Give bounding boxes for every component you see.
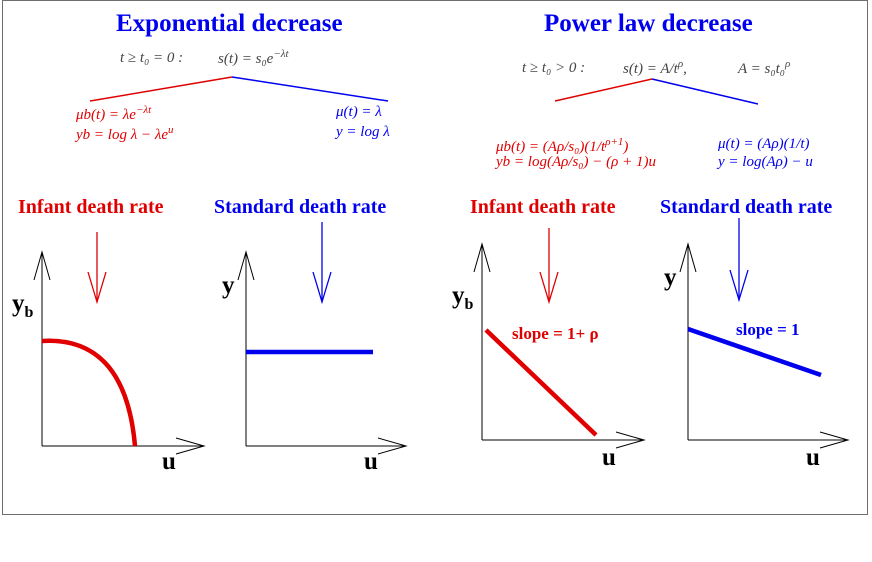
exp-infant-arrow (87, 232, 107, 305)
power-law-title: Power law decrease (544, 10, 753, 37)
pow-infant-rate-heading: Infant death rate (470, 196, 616, 218)
pow-standard-u-label: u (806, 444, 820, 471)
pow-standard-arrow (729, 218, 749, 303)
exp-standard-arrow (312, 222, 332, 305)
pow-infant-axes (473, 242, 646, 449)
pow-standard-rate-heading: Standard death rate (660, 196, 833, 218)
pow-branch-blue (651, 78, 759, 105)
exp-infant-curve (41, 338, 138, 447)
pow-infant-mu: μb(t) = (Aρ/s₀)(1/tρ+1) (496, 136, 629, 155)
y-symbol: y (452, 282, 465, 309)
pow-standard-axes (679, 242, 850, 449)
y-subscript: b (464, 296, 474, 313)
pow-condition: t ≥ t₀ > 0 : (522, 60, 586, 76)
pow-branch-red (554, 78, 653, 102)
pow-infant-y-label: yb (452, 282, 473, 314)
slope-infant-label: slope = 1+ ρ (512, 324, 599, 343)
pow-branch-lines (554, 78, 759, 105)
exponential-title: Exponential decrease (116, 10, 343, 37)
y-symbol: y (12, 290, 25, 317)
pow-standard-line (687, 326, 822, 378)
pow-standard-y: y = log(Aρ) − u (718, 154, 813, 170)
pow-survival: s(t) = A/tρ, (623, 58, 687, 77)
exp-infant-u-label: u (162, 448, 176, 475)
pow-infant-line (484, 328, 598, 437)
slope-standard-label: slope = 1 (736, 320, 800, 339)
y-subscript: b (24, 304, 34, 321)
exp-condition-text: t ≥ t₀ = 0 : (120, 50, 184, 66)
pow-standard-mu: μ(t) = (Aρ)(1/t) (718, 136, 810, 152)
exp-survival: s(t) = s₀e−λt (218, 48, 289, 68)
exp-standard-u-label: u (364, 448, 378, 475)
exp-infant-mu: μb(t) = λe−λt (76, 104, 152, 123)
pow-constant: A = s₀t₀ρ (738, 58, 791, 77)
pow-standard-y-label: y (664, 264, 677, 291)
exp-infant-y-label: yb (12, 290, 33, 322)
pow-infant-y: yb = log(Aρ/s₀) − (ρ + 1)u (496, 154, 656, 170)
exp-standard-y-label: y (222, 272, 235, 299)
pow-infant-u-label: u (602, 444, 616, 471)
exp-standard-mu: μ(t) = λ (336, 104, 382, 120)
exp-branch-blue (231, 76, 389, 102)
exp-standard-y: y = log λ (336, 124, 390, 140)
exp-branch-lines (89, 76, 389, 102)
exp-survival-text: s(t) = s₀e−λt (218, 48, 289, 67)
exp-standard-rate-heading: Standard death rate (214, 196, 387, 218)
pow-infant-arrow (539, 228, 559, 305)
exp-standard-axes (237, 250, 408, 455)
exp-infant-rate-heading: Infant death rate (18, 196, 164, 218)
exp-infant-y: yb = log λ − λeu (76, 124, 174, 143)
figure-frame (2, 0, 868, 515)
exp-infant-axes (33, 250, 206, 455)
exp-condition: t ≥ t₀ = 0 : (120, 50, 183, 67)
exp-branch-red (89, 76, 233, 102)
